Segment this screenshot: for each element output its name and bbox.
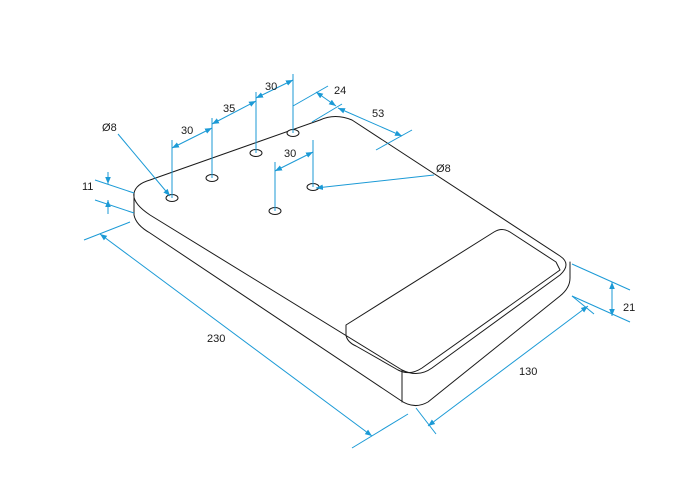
label-thickness-step: 11 — [82, 181, 93, 193]
dimension-line-35 — [211, 100, 257, 125]
extension-line — [351, 413, 409, 449]
dimension-line-53 — [337, 107, 403, 137]
label-hole-spacing-b: 35 — [223, 103, 235, 115]
dimension-line-30-a — [171, 127, 213, 149]
dimension-labels: Ø8 30 35 30 24 53 30 Ø8 11 230 130 21 — [82, 81, 635, 378]
plate-body — [133, 116, 571, 406]
leader-line-diameter-right — [315, 174, 435, 191]
extension-line — [94, 179, 135, 194]
extension-line — [375, 129, 413, 151]
holes — [165, 129, 320, 215]
leader-line-diameter-left — [117, 133, 171, 197]
label-height: 21 — [623, 302, 635, 314]
label-length: 230 — [207, 333, 225, 345]
plate-front-side — [133, 192, 571, 406]
extension-line — [571, 295, 595, 315]
dimension-line-30-c — [274, 151, 314, 172]
label-edge-offset: 24 — [334, 85, 346, 97]
dimension-line-130 — [427, 305, 589, 427]
label-diameter-right: Ø8 — [436, 163, 451, 175]
plate-top-face — [133, 116, 567, 374]
label-width: 130 — [519, 366, 537, 378]
extension-line — [83, 221, 131, 241]
label-hole-spacing-a: 30 — [181, 125, 193, 137]
dimension-lines — [83, 74, 631, 449]
extension-line — [571, 263, 631, 291]
label-diameter-left: Ø8 — [102, 122, 117, 134]
dimension-line-30-b — [255, 79, 294, 99]
extension-line — [311, 103, 343, 123]
label-row-offset: 53 — [372, 108, 384, 120]
dimension-line-230 — [99, 233, 373, 437]
extension-line — [571, 295, 631, 323]
extension-line — [415, 407, 437, 435]
extension-line — [292, 85, 329, 107]
label-hole-spacing-d: 30 — [284, 148, 296, 160]
dimension-line-24 — [315, 91, 337, 107]
label-hole-spacing-c: 30 — [265, 81, 277, 93]
extension-line — [94, 199, 135, 214]
